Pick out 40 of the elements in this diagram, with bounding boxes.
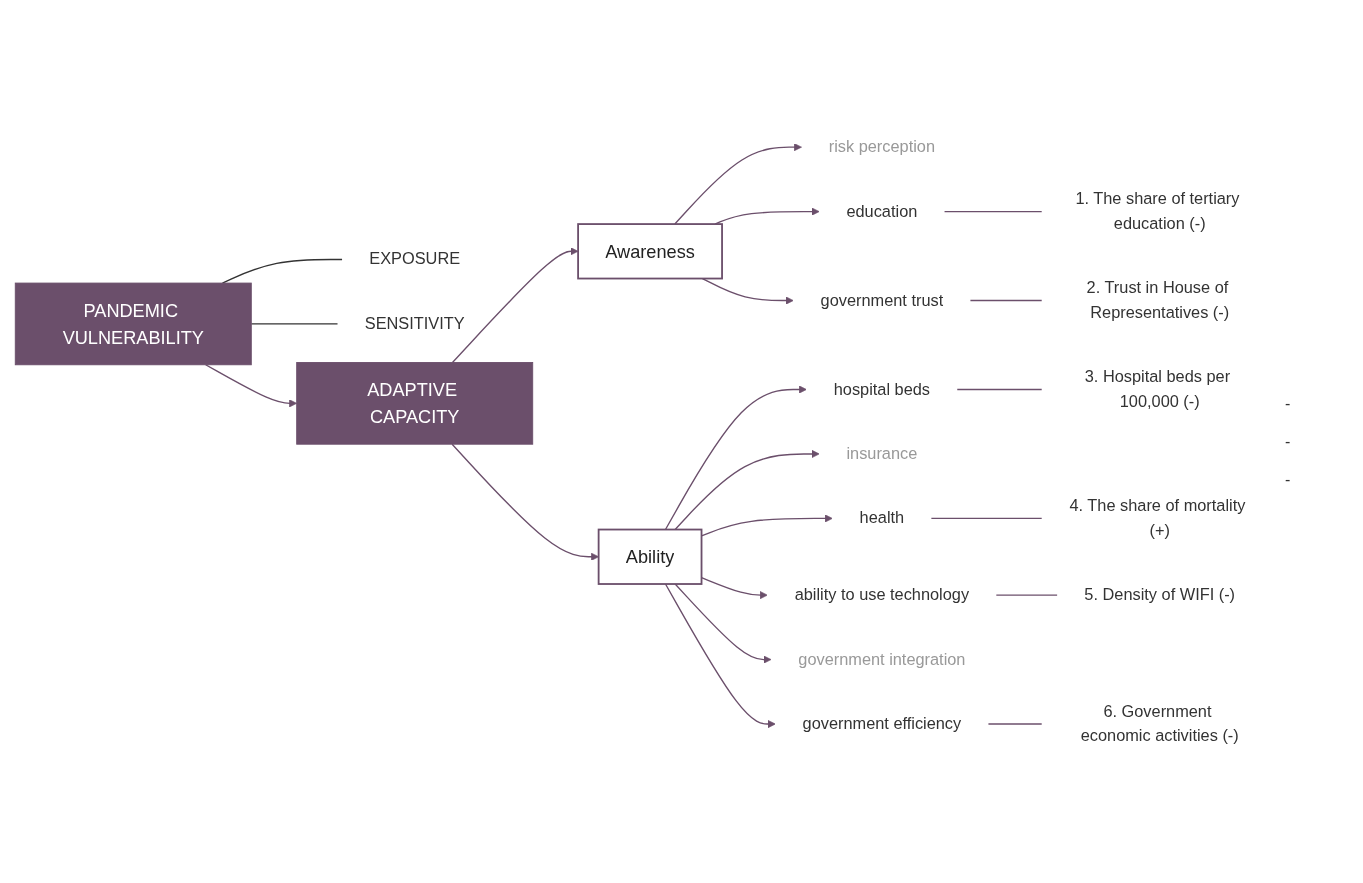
connector xyxy=(930,517,1043,519)
connector xyxy=(956,388,1043,390)
node-text: 3. Hospital beds per 100,000 (-) xyxy=(1084,367,1231,411)
node-text: hospital beds xyxy=(833,379,931,398)
arrow xyxy=(674,449,820,530)
arrow xyxy=(451,443,599,561)
node-text: risk perception xyxy=(828,137,936,156)
node-text: 5. Density of WIFI (-) xyxy=(1084,585,1236,604)
note-text: - xyxy=(1285,394,1292,413)
node-text: 4. The share of mortality (+) xyxy=(1069,496,1246,540)
node-box: Ability xyxy=(597,528,703,585)
arrow xyxy=(701,277,794,305)
node-text: 1. The share of tertiary education (-) xyxy=(1075,189,1240,233)
node-box: Awareness xyxy=(577,222,723,280)
node-text: ability to use technology xyxy=(794,585,970,604)
node-text: insurance xyxy=(846,444,918,463)
arrow xyxy=(204,363,298,408)
arrow xyxy=(451,247,579,363)
arrow xyxy=(664,385,807,530)
node-box: ADAPTIVE CAPACITY xyxy=(296,361,534,445)
node-text: health xyxy=(859,508,905,527)
arrow xyxy=(664,583,776,728)
node-text: 6. Government economic activities (-) xyxy=(1080,702,1239,745)
node-text: education xyxy=(846,201,918,220)
connector xyxy=(943,210,1043,213)
node-text: SENSITIVITY xyxy=(364,314,465,333)
connector xyxy=(250,323,339,325)
connector xyxy=(995,594,1058,596)
node-text: government trust xyxy=(820,290,944,309)
note-text: - xyxy=(1285,432,1292,451)
node-text: government efficiency xyxy=(802,714,962,733)
connector xyxy=(987,723,1043,725)
node-box: PANDEMIC VULNERABILITY xyxy=(14,282,252,365)
node-text: EXPOSURE xyxy=(369,249,461,268)
node-text: 2. Trust in House of Representatives (-) xyxy=(1086,278,1230,322)
arrow xyxy=(674,142,802,225)
note-text: - xyxy=(1285,470,1292,489)
node-text: government integration xyxy=(798,649,966,668)
connector xyxy=(969,299,1043,301)
arrow xyxy=(674,583,772,664)
